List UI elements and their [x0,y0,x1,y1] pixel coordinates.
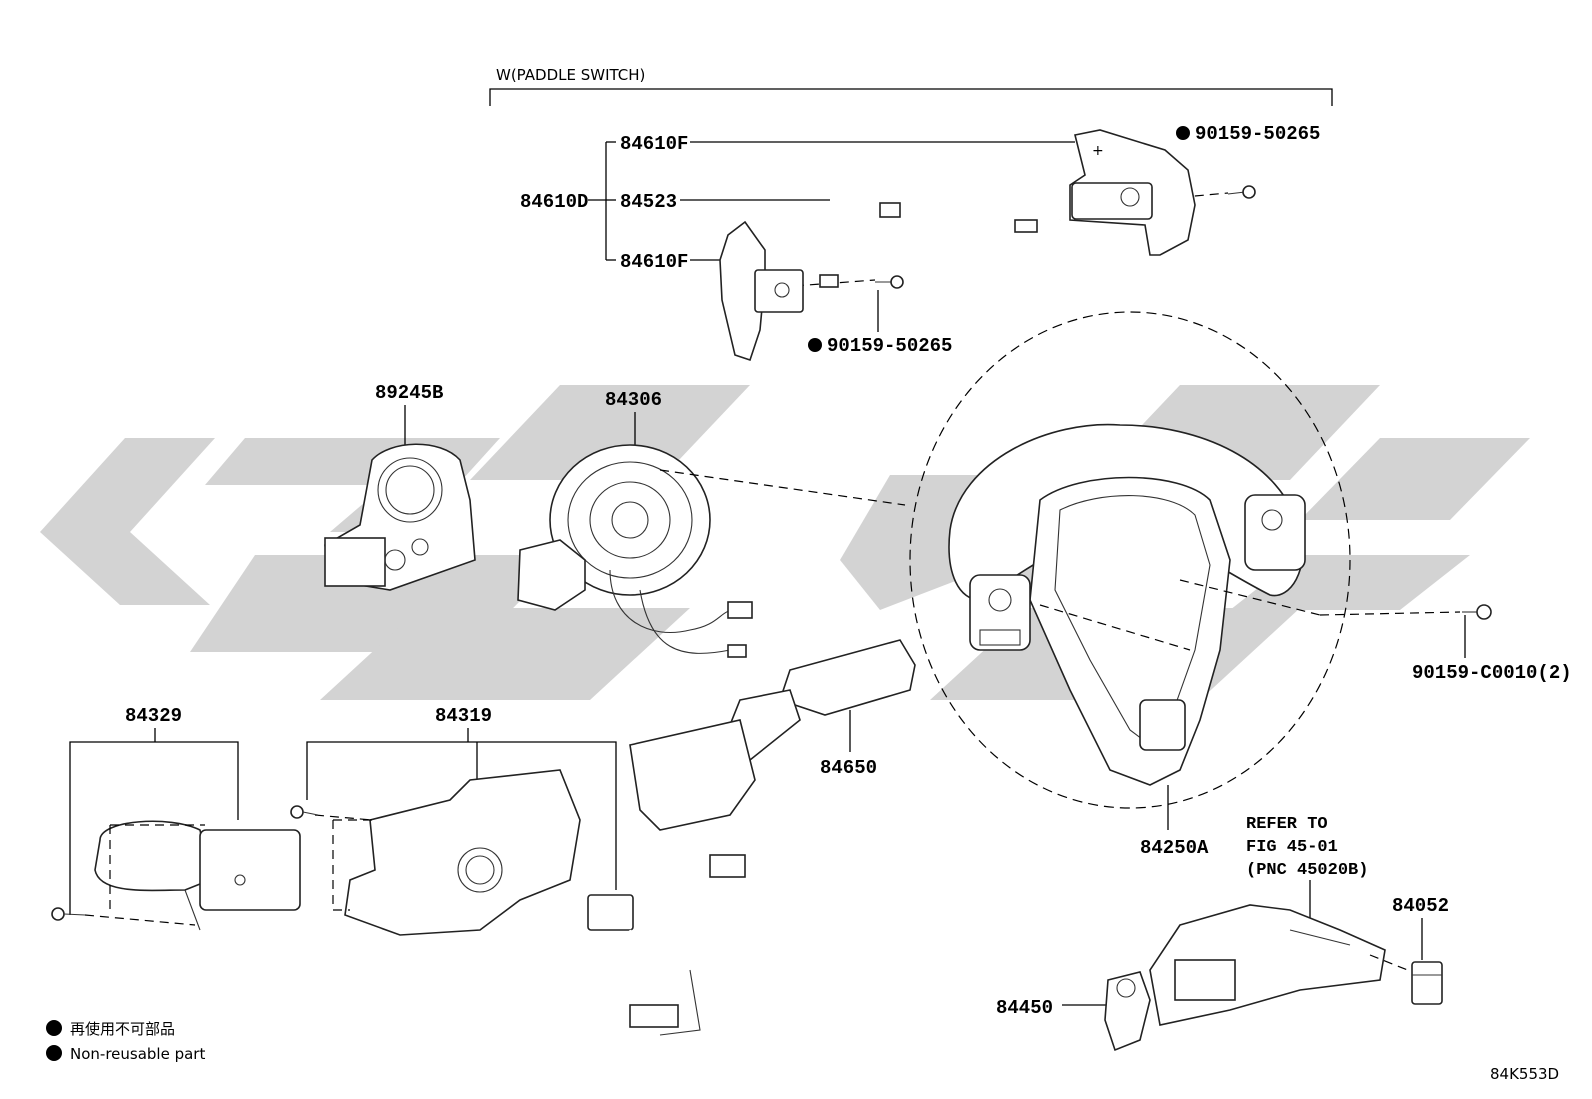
label-84306: 84306 [605,389,662,411]
leader-84319 [306,741,617,890]
bullet-icon [46,1045,62,1061]
watermark-logo [40,385,1530,700]
switch-84052 [1411,961,1443,1005]
paddle-switch-left [719,220,804,362]
leader-wheel-bolt-left [1039,604,1191,651]
paddle-switch-bracket: W(PADDLE SWITCH) [489,66,1333,106]
label-84250A: 84250A [1140,837,1209,859]
bullet-icon [808,338,822,352]
label-84329: 84329 [125,705,182,727]
spiral-cable-84306 [517,444,753,658]
steering-wheel-84250A [909,311,1351,809]
label-90159-50265-bottom: 90159-50265 [827,335,952,357]
leader-wheel-bolt-right [1319,611,1461,616]
bullet-icon [1176,126,1190,140]
turn-signal-switch-84329 [94,820,301,931]
refer-line-2: FIG 45-01 [1246,838,1338,857]
refer-line-1: REFER TO [1246,815,1328,834]
screw-icon [1227,185,1256,199]
leader-84052-dash [1369,954,1421,976]
label-84319: 84319 [435,705,492,727]
leader-84329 [69,741,239,915]
wire-harness [587,854,746,1036]
label-89245B: 89245B [375,382,443,404]
label-84450: 84450 [996,997,1053,1019]
diagram-code: 84K553D [1490,1065,1559,1083]
paddle-switch-right: + [1069,129,1196,256]
screw-icon [51,907,86,921]
label-84610F-top: 84610F [620,133,688,155]
label-84650: 84650 [820,757,877,779]
label-84610F-bottom: 84610F [620,251,688,273]
switch-bracket-84319 [344,769,581,936]
screw-icon [290,805,319,819]
section-header: W(PADDLE SWITCH) [496,66,645,84]
bolt-icon [1462,604,1492,620]
label-84523: 84523 [620,191,677,213]
legend-jp: 再使用不可部品 [70,1020,175,1038]
paddle-harness [819,173,1061,288]
label-84052: 84052 [1392,895,1449,917]
label-84610D: 84610D [520,191,588,213]
leader-84306-to-wheel [659,469,906,506]
svg-text:+: + [1092,143,1104,159]
steering-column-assembly [1149,904,1386,1026]
bullet-icon [46,1020,62,1036]
refer-line-3: (PNC 45020B) [1246,861,1368,880]
steering-sensor-89245B [324,443,476,591]
leader-wheel-bolt-mid [1179,579,1321,616]
wiper-switch-84650 [629,639,916,831]
screw-icon [875,275,904,289]
label-90159-50265-top: 90159-50265 [1195,123,1320,145]
ignition-switch-84450 [1104,971,1151,1052]
label-90159-C0010: 90159-C0010(2) [1412,662,1572,684]
legend-en: Non-reusable part [70,1045,205,1063]
